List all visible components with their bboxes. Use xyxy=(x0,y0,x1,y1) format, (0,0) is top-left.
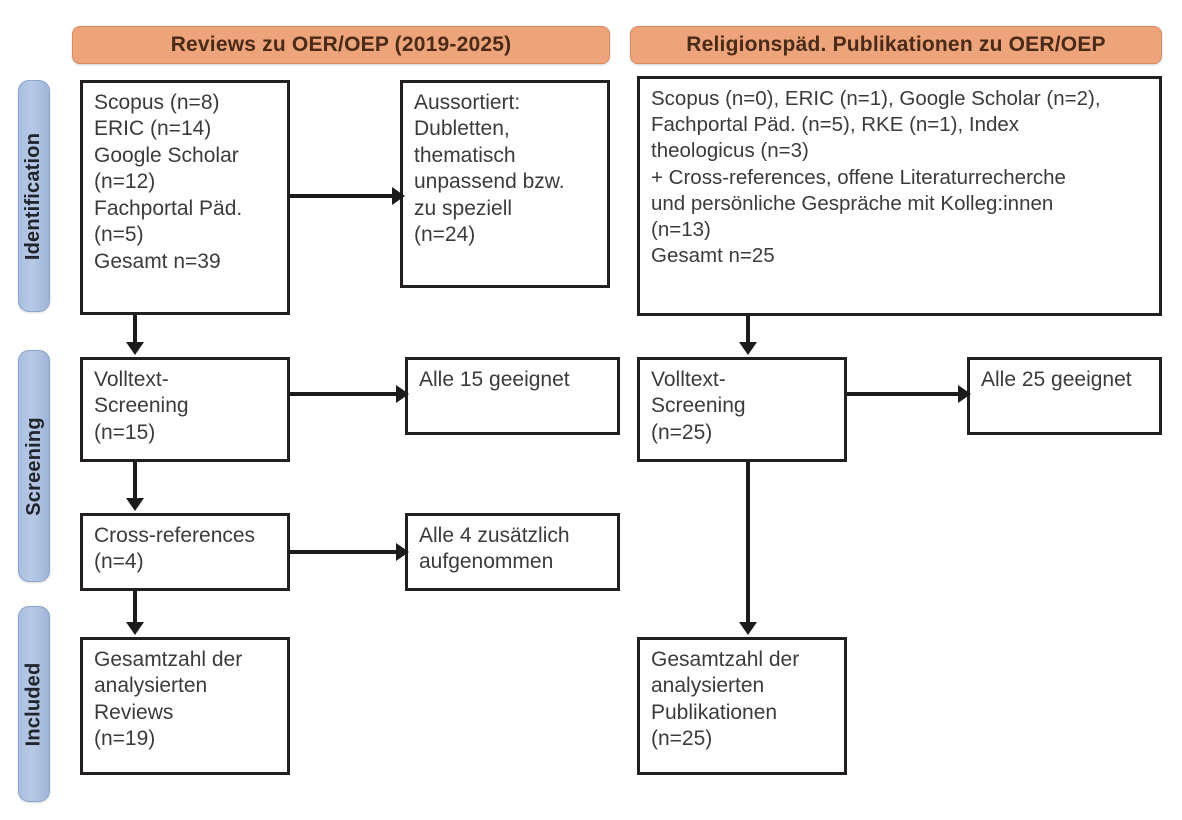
connector-right-screening-to-included xyxy=(746,462,750,624)
connector-left-identification-to-screening xyxy=(133,315,137,344)
box-right-screening-result: Alle 25 geeignet xyxy=(967,357,1162,435)
connector-left-identification-to-excluded xyxy=(290,194,395,198)
box-right-identification-sources: Scopus (n=0), ERIC (n=1), Google Scholar… xyxy=(637,76,1162,316)
box-right-included-total: Gesamtzahl der analysierten Publikatione… xyxy=(637,637,847,775)
stage-label-screening: Screening xyxy=(18,350,50,582)
box-left-screening-result: Alle 15 geeignet xyxy=(405,357,620,435)
stage-label-included-text: Included xyxy=(22,662,45,746)
arrowhead-right-screening-to-result xyxy=(958,385,971,403)
arrowhead-right-identification-to-screening xyxy=(739,342,757,355)
box-left-identification-sources: Scopus (n=8) ERIC (n=14) Google Scholar … xyxy=(80,80,290,315)
box-left-fulltext-screening: Volltext- Screening (n=15) xyxy=(80,357,290,462)
arrowhead-left-identification-to-excluded xyxy=(392,187,405,205)
arrowhead-left-identification-to-screening xyxy=(126,342,144,355)
stage-label-screening-text: Screening xyxy=(22,416,45,516)
arrowhead-right-screening-to-included xyxy=(739,622,757,635)
connector-left-screening-to-crossrefs xyxy=(133,462,137,500)
arrowhead-left-crossrefs-to-included xyxy=(126,622,144,635)
box-right-fulltext-screening: Volltext- Screening (n=25) xyxy=(637,357,847,462)
connector-right-screening-to-result xyxy=(847,392,962,396)
stage-label-identification-text: Identification xyxy=(22,132,45,260)
connector-right-identification-to-screening xyxy=(746,316,750,344)
stage-label-identification: Identification xyxy=(18,80,50,312)
banner-reviews: Reviews zu OER/OEP (2019-2025) xyxy=(72,26,610,64)
arrowhead-left-screening-to-crossrefs xyxy=(126,498,144,511)
connector-left-crossrefs-to-included xyxy=(133,591,137,624)
box-left-crossrefs-result: Alle 4 zusätzlich aufgenommen xyxy=(405,513,620,591)
box-left-crossrefs: Cross-references (n=4) xyxy=(80,513,290,591)
box-left-excluded: Aussortiert: Dubletten, thematisch unpas… xyxy=(400,80,610,288)
arrowhead-left-screening-to-result xyxy=(396,385,409,403)
banner-religionspaed: Religionspäd. Publikationen zu OER/OEP xyxy=(630,26,1162,64)
box-left-included-total: Gesamtzahl der analysierten Reviews (n=1… xyxy=(80,637,290,775)
stage-label-included: Included xyxy=(18,606,50,802)
connector-left-crossrefs-to-result xyxy=(290,550,400,554)
connector-left-screening-to-result xyxy=(290,392,400,396)
arrowhead-left-crossrefs-to-result xyxy=(396,543,409,561)
